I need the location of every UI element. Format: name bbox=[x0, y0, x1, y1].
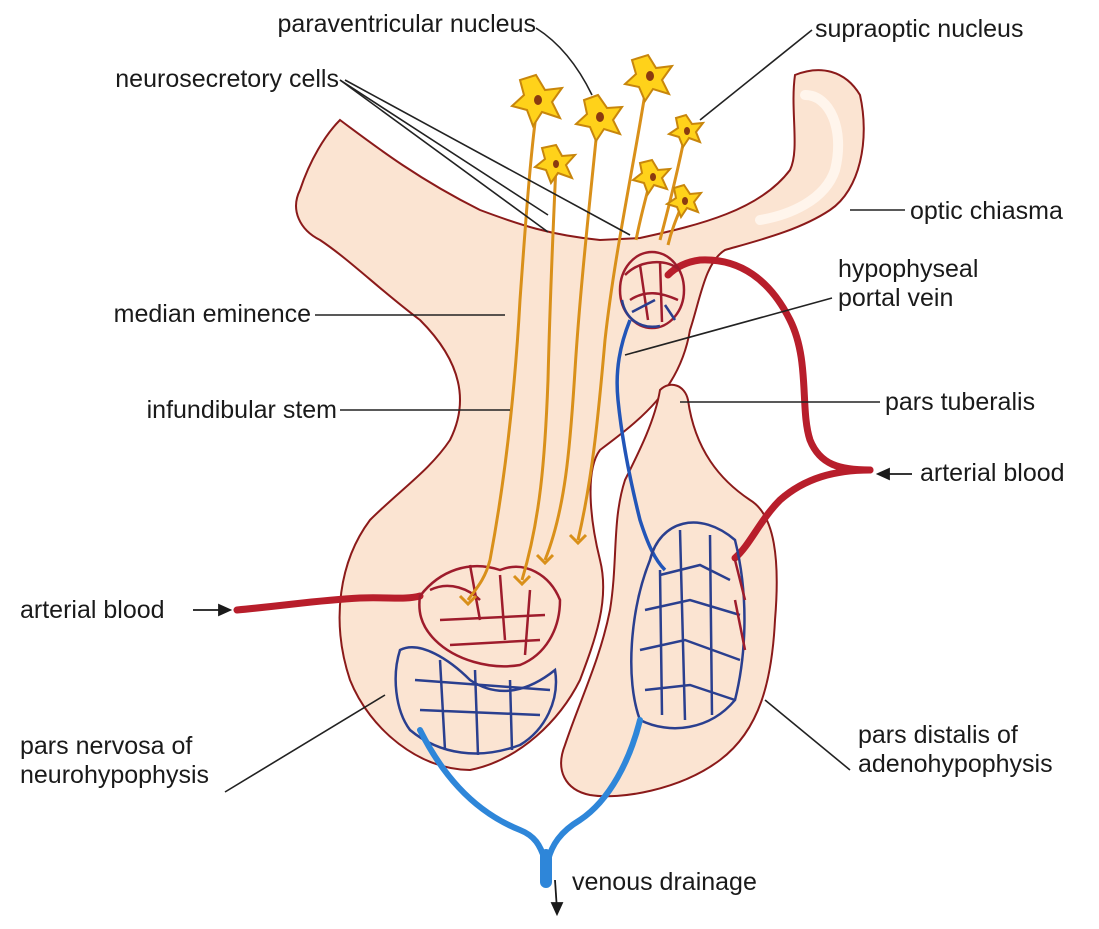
hypothalamus-and-neurohypophysis-outline bbox=[296, 70, 864, 770]
pars-nervosa-label: pars nervosa of neurohypophysis bbox=[20, 732, 209, 790]
venous-drainage-label: venous drainage bbox=[572, 868, 757, 897]
neurosecretory-cell-bodies bbox=[512, 55, 703, 217]
arterial-blood-left-label: arterial blood bbox=[20, 596, 165, 625]
median-eminence-label: median eminence bbox=[114, 300, 311, 329]
optic-chiasma-label: optic chiasma bbox=[910, 197, 1063, 226]
pars-tuberalis-label: pars tuberalis bbox=[885, 388, 1035, 417]
pars-distalis-label: pars distalis of adenohypophysis bbox=[858, 721, 1053, 779]
supraoptic-nucleus-label: supraoptic nucleus bbox=[815, 15, 1023, 44]
hypophyseal-portal-vein-label: hypophyseal portal vein bbox=[838, 255, 978, 313]
paraventricular-nucleus-label: paraventricular nucleus bbox=[278, 10, 536, 39]
infundibular-stem-label: infundibular stem bbox=[147, 396, 337, 425]
arterial-blood-right-label: arterial blood bbox=[920, 459, 1065, 488]
neurosecretory-cells-label: neurosecretory cells bbox=[115, 65, 339, 94]
